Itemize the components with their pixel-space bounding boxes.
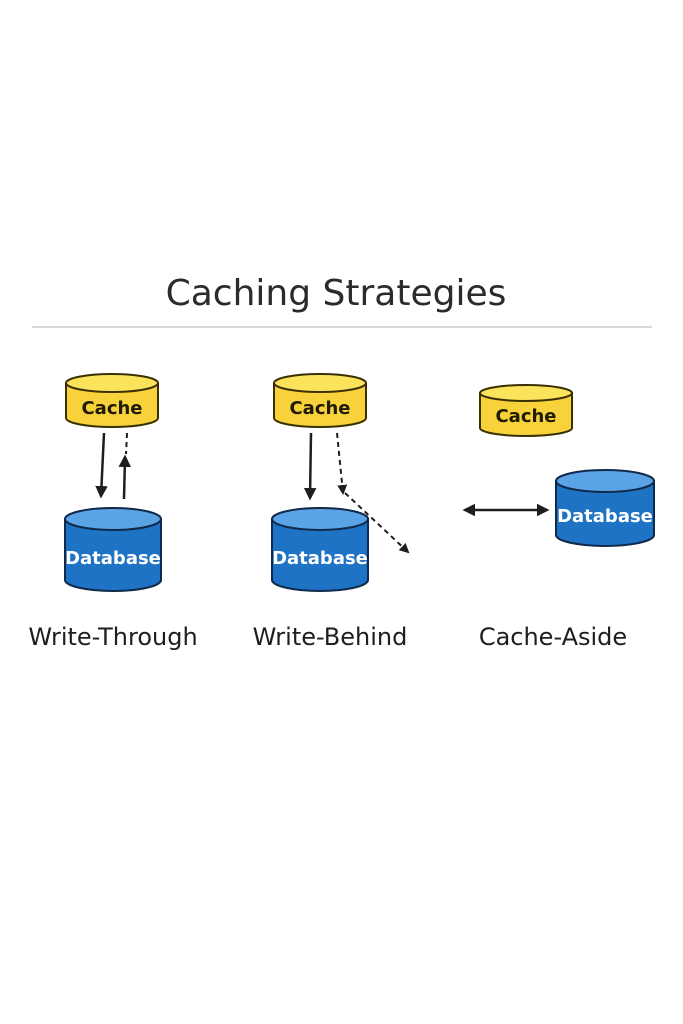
write-through-cache: Cache xyxy=(65,373,159,428)
cache-aside-database: Database xyxy=(555,469,655,547)
write-behind-label: Write-Behind xyxy=(253,623,408,651)
write-behind-dashed-arrow-up xyxy=(336,432,348,495)
write-behind-cache-label: Cache xyxy=(289,398,350,419)
write-through-arrow-down xyxy=(95,432,108,499)
write-through-cache-label: Cache xyxy=(81,398,142,419)
diagram-title: Caching Strategies xyxy=(166,273,507,314)
write-through-dashed-line xyxy=(125,432,128,455)
write-through-label: Write-Through xyxy=(28,623,197,651)
write-through-database-label: Database xyxy=(65,548,161,569)
write-through-database: Database xyxy=(64,507,162,592)
cache-aside-database-label: Database xyxy=(557,506,653,527)
cache-aside-label: Cache-Aside xyxy=(479,623,627,651)
cache-aside-cache-label: Cache xyxy=(495,406,556,427)
cache-aside-cache: Cache xyxy=(479,384,573,437)
write-behind-database-label: Database xyxy=(272,548,368,569)
write-behind-arrow-down xyxy=(303,432,317,501)
write-through-arrow-up xyxy=(118,454,132,500)
write-behind-cache: Cache xyxy=(273,373,367,428)
write-behind-database: Database xyxy=(271,507,369,592)
